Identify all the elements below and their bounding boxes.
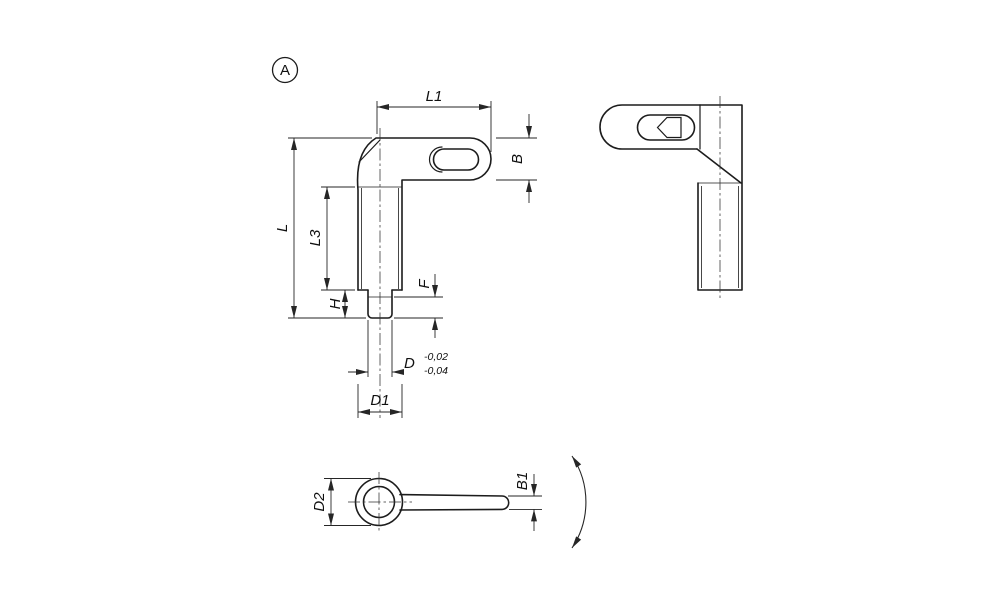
side-lever-outline bbox=[599, 104, 701, 150]
dim-label-l: L bbox=[274, 224, 291, 232]
side-head-body-outline bbox=[697, 104, 743, 291]
side-thread-lines bbox=[701, 186, 739, 288]
view-label-a: A bbox=[271, 56, 299, 84]
view-label-circle bbox=[271, 56, 299, 84]
side-grip-pin-profile bbox=[656, 116, 682, 139]
dim-l1: L1 bbox=[376, 88, 492, 152]
dim-b: B bbox=[496, 114, 537, 203]
dim-b1: B1 bbox=[508, 472, 542, 531]
front-grip-slot-arc bbox=[428, 146, 443, 173]
dim-d-tolerance-lower: -0,04 bbox=[424, 365, 448, 377]
side-view bbox=[599, 96, 743, 300]
dim-d: D -0,02 -0,04 bbox=[348, 320, 448, 377]
dim-f: F bbox=[394, 274, 443, 338]
bottom-view: D2 B1 bbox=[311, 455, 587, 549]
dim-label-d2: D2 bbox=[311, 492, 328, 512]
rotation-arc-arrow bbox=[571, 455, 587, 549]
front-cam-edge bbox=[358, 139, 381, 163]
dim-label-l3: L3 bbox=[307, 229, 324, 246]
dim-label-l1: L1 bbox=[426, 88, 443, 105]
dim-d2: D2 bbox=[311, 478, 371, 526]
grip-handle bbox=[399, 493, 510, 511]
dim-label-b: B bbox=[509, 154, 526, 164]
dim-label-f: F bbox=[416, 279, 433, 289]
dim-d-tolerance-upper: -0,02 bbox=[424, 351, 448, 363]
dim-l3: L3 bbox=[307, 186, 355, 291]
front-part-outline bbox=[356, 137, 492, 291]
side-grip-slot bbox=[636, 114, 696, 141]
dim-label-d: D bbox=[404, 355, 415, 372]
view-label-text: A bbox=[280, 62, 290, 79]
dim-label-h: H bbox=[327, 298, 344, 309]
dim-label-d1: D1 bbox=[370, 392, 389, 409]
side-cam-edge bbox=[696, 148, 742, 184]
front-grip-slot bbox=[432, 148, 480, 171]
front-thread-lines bbox=[361, 188, 399, 289]
dim-l: L bbox=[274, 137, 372, 319]
dim-label-b1: B1 bbox=[514, 472, 531, 490]
dim-d1: D1 bbox=[357, 384, 403, 418]
dim-h: H bbox=[327, 290, 348, 318]
front-view: L1 B L L3 H F bbox=[274, 88, 537, 418]
